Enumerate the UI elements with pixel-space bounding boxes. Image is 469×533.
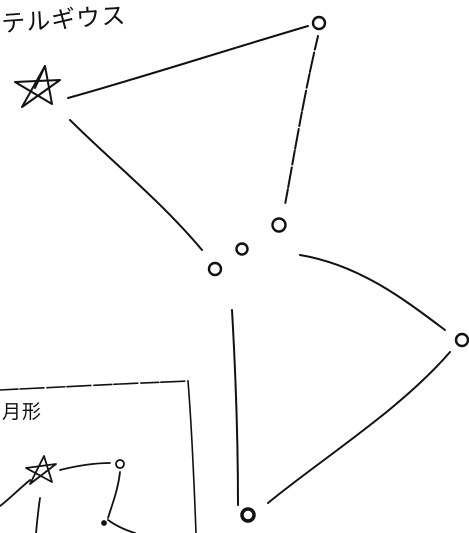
star-markers xyxy=(207,15,469,523)
line-top-right-to-center xyxy=(284,35,319,206)
inset-caption-label: 月形 xyxy=(2,401,43,423)
constellation-lines xyxy=(67,25,451,506)
line-center-to-bottom xyxy=(231,309,239,506)
inset-star-icon xyxy=(25,455,57,485)
inset-figure xyxy=(0,455,136,533)
line-center-to-right xyxy=(299,254,446,331)
star-circle-center-left xyxy=(207,261,223,277)
main-star-icon xyxy=(14,65,61,108)
line-star-to-center-left xyxy=(69,119,203,251)
star-circle-center-mid xyxy=(235,242,249,256)
line-star-to-top-right xyxy=(67,25,309,99)
star-circle-right xyxy=(454,332,469,348)
line-right-to-bottom xyxy=(267,351,451,504)
star-circle-center-upper xyxy=(271,217,287,233)
inset-star-circle xyxy=(115,459,125,469)
star-circle-bottom xyxy=(240,507,256,523)
star-circle-top-right xyxy=(311,15,327,31)
inset-frame xyxy=(0,380,197,533)
